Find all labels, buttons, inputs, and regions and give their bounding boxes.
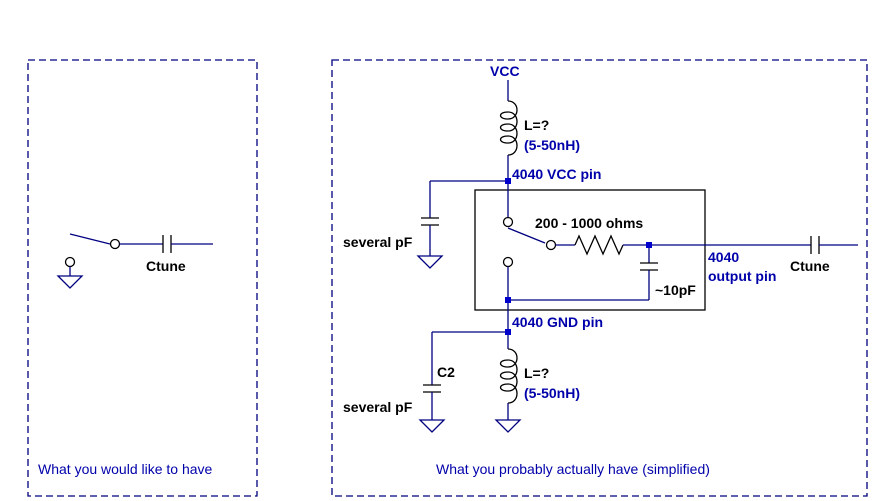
left-switch-blade <box>69 233 111 245</box>
gnd-pin-node <box>505 329 511 335</box>
left-panel-frame <box>27 59 258 497</box>
output-pin-label-1: 4040 <box>708 249 739 265</box>
c2-label: C2 <box>437 364 455 380</box>
right-panel-frame <box>331 59 868 497</box>
left-ground-symbol <box>56 256 84 289</box>
output-pin-label-2: output pin <box>708 268 776 284</box>
left-panel-caption: What you would like to have <box>38 461 213 477</box>
switch-common-contact <box>545 239 557 251</box>
internal-switch-blade <box>507 227 546 244</box>
resistor-label: 200 - 1000 ohms <box>535 215 643 231</box>
switch-contact-gnd <box>502 256 514 268</box>
output-node <box>646 242 652 248</box>
left-panel: Ctune What you would like to have <box>27 59 258 497</box>
right-panel: VCC L=? (5-50nH) 4040 VCC pin several pF… <box>331 59 868 497</box>
inductor-top-range: (5-50nH) <box>524 137 580 153</box>
inductor-top-label: L=? <box>524 117 549 133</box>
ic-4040-box <box>474 189 706 311</box>
inductor-bottom-label: L=? <box>524 365 549 381</box>
cap-top-ground <box>416 255 444 269</box>
inductor-bottom-range: (5-50nH) <box>524 385 580 401</box>
vcc-pin-node <box>505 178 511 184</box>
cap-top-label: several pF <box>343 234 413 250</box>
switch-contact-vcc <box>502 216 514 228</box>
cap-bottom-label: several pF <box>343 399 413 415</box>
inductor-bottom-ground <box>494 419 522 433</box>
right-panel-caption: What you probably actually have (simplif… <box>436 461 710 477</box>
gnd-pin-label: 4040 GND pin <box>512 314 603 330</box>
internal-cap-label: ~10pF <box>655 282 696 298</box>
inductor-bottom <box>499 348 518 404</box>
left-cap-label: Ctune <box>146 258 186 274</box>
vcc-pin-label: 4040 VCC pin <box>512 166 601 182</box>
resistor <box>574 234 624 256</box>
cap-bottom-ground <box>418 419 446 433</box>
internal-gnd-node <box>505 297 511 303</box>
vcc-label: VCC <box>490 63 520 79</box>
cap-out-label: Ctune <box>790 258 830 274</box>
inductor-top <box>499 100 518 156</box>
left-switch-contact <box>109 238 121 250</box>
